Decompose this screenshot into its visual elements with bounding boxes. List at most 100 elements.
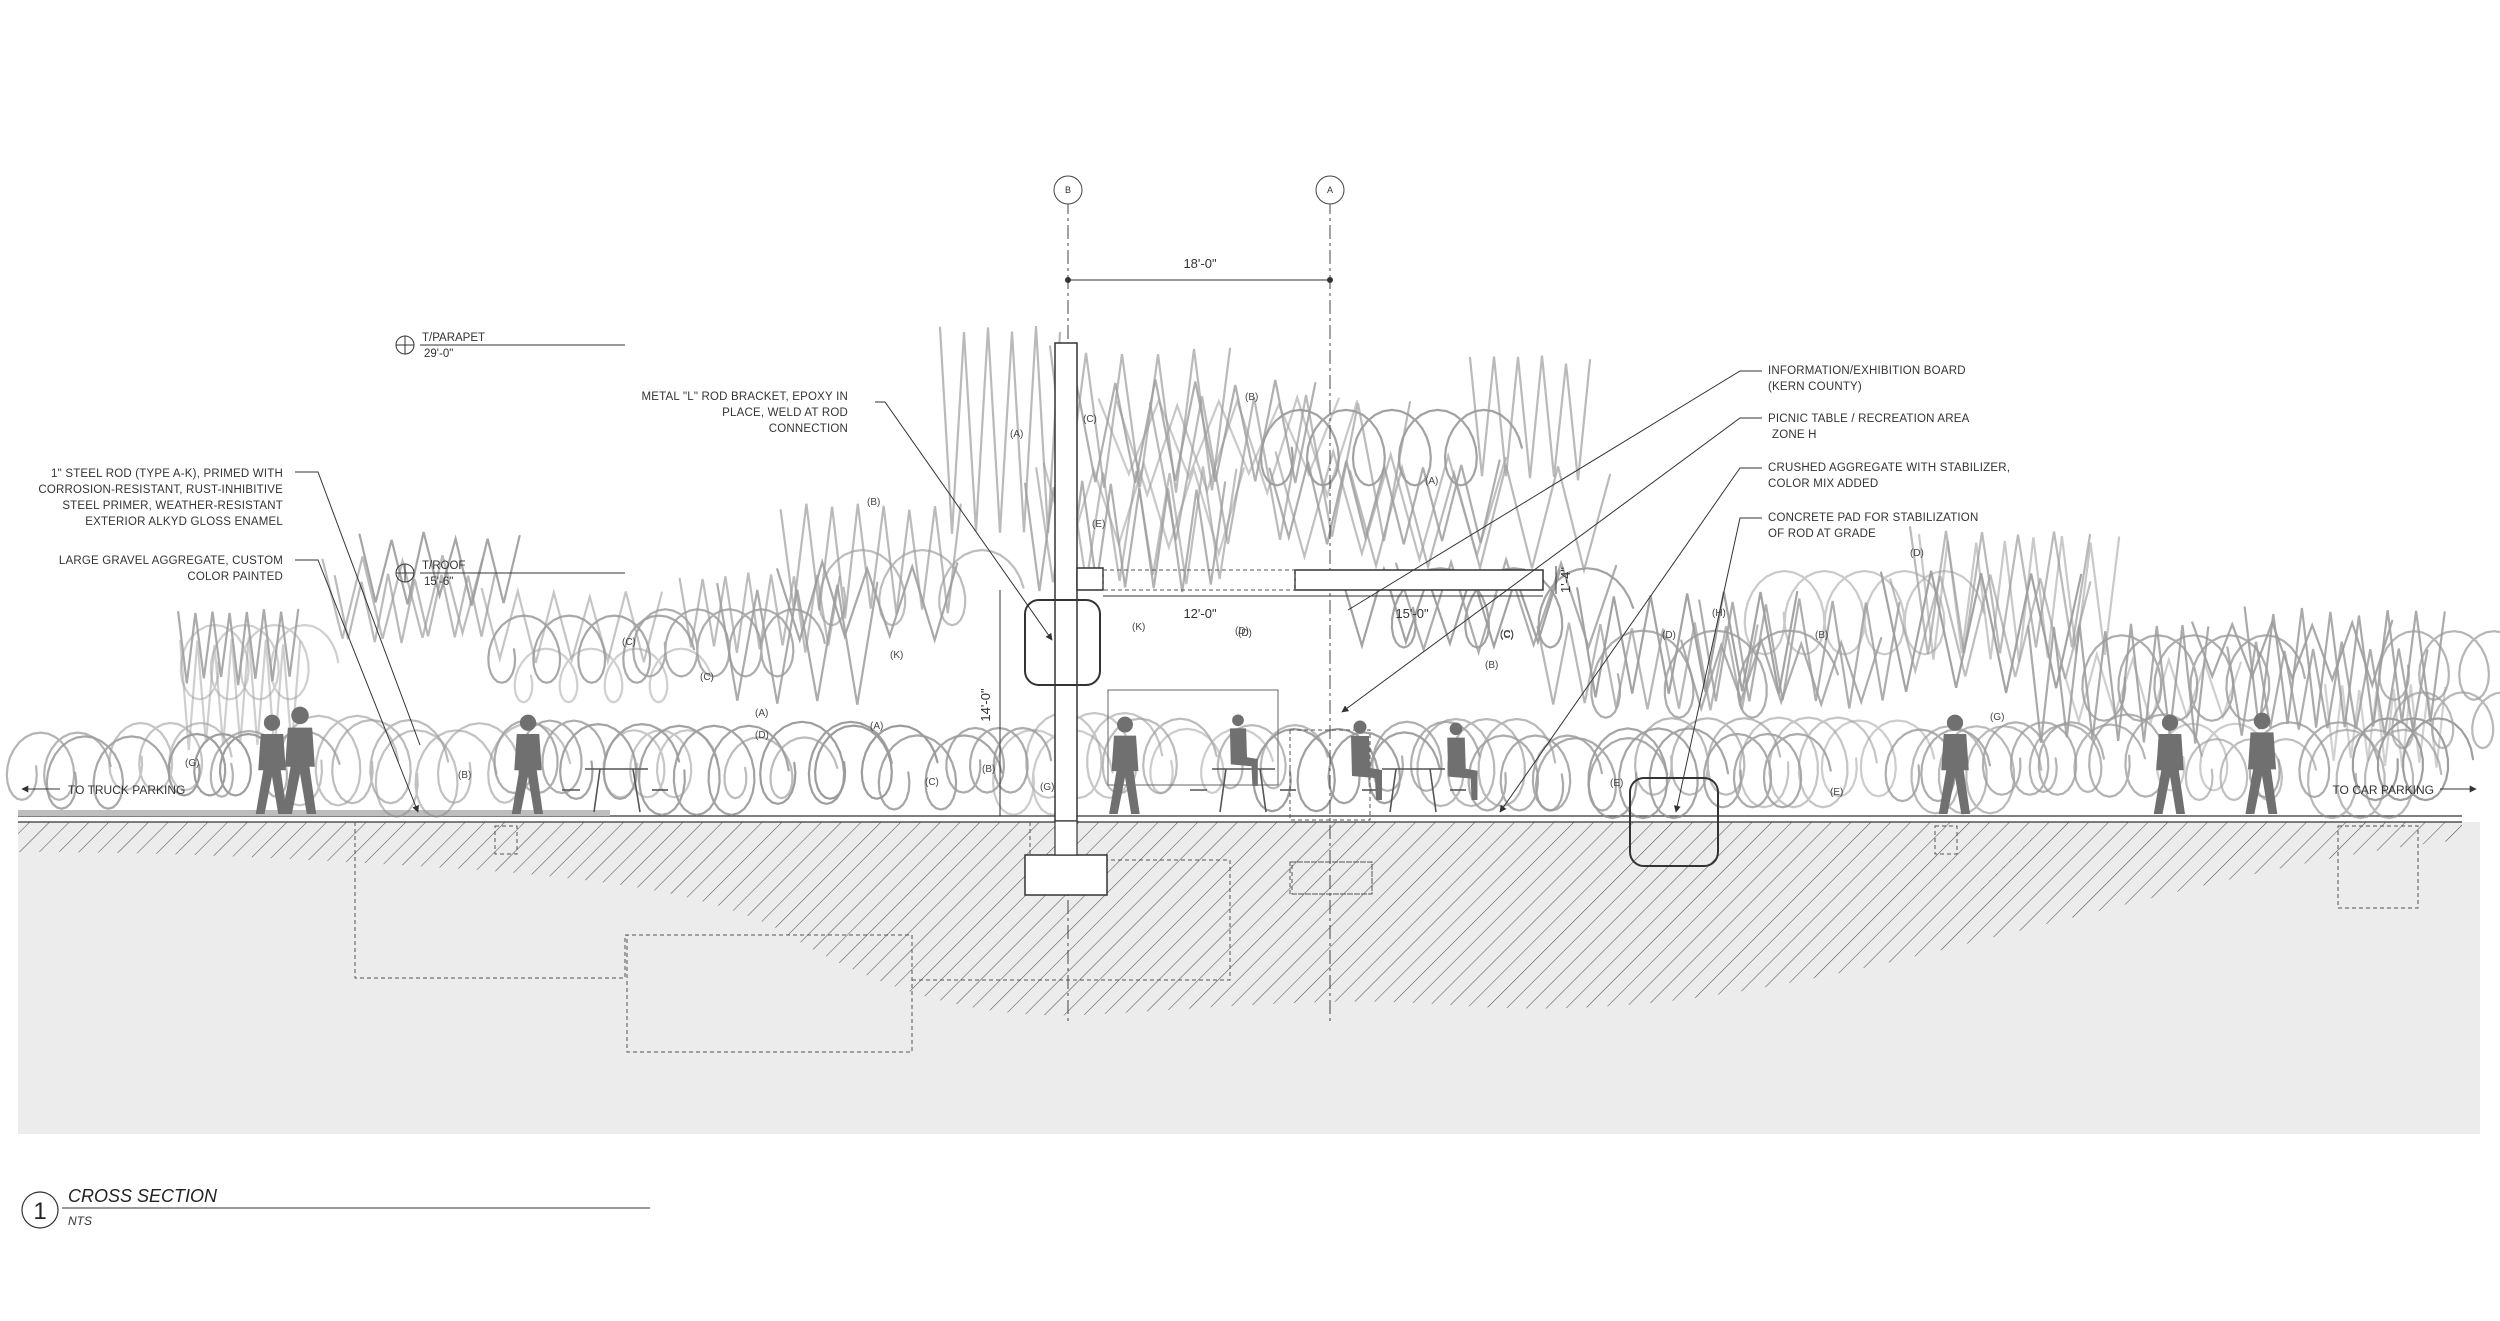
rod-scribble <box>1698 598 1901 709</box>
rod-loop <box>637 724 790 817</box>
note-aggregate: CRUSHED AGGREGATE WITH STABILIZER, COLOR… <box>1768 462 2010 490</box>
note-line: 1" STEEL ROD (TYPE A-K), PRIMED WITH <box>51 468 283 480</box>
rod-scribble <box>177 608 300 686</box>
pedestrian-figure <box>255 714 287 814</box>
rod-strand <box>1348 463 1612 575</box>
rod-loop <box>5 731 112 802</box>
rod-loop <box>1252 727 1380 813</box>
rod-scribble <box>1390 567 1635 649</box>
rod-loop <box>374 729 498 818</box>
leader-aggregate <box>1499 467 1762 813</box>
rod-scribble <box>358 531 521 606</box>
rod-loop <box>331 718 450 805</box>
rod-loop <box>877 734 1003 811</box>
pedestrian-figure <box>2245 712 2278 814</box>
rod-scribble <box>1097 397 1340 481</box>
rod-scribble <box>2324 683 2447 768</box>
drawing-scale: NTS <box>68 1214 92 1228</box>
rod-tag: (C) <box>700 672 714 683</box>
rod-scribble <box>1680 637 1883 713</box>
drawing-title: CROSS SECTION <box>68 1186 218 1206</box>
rod-loop <box>1327 731 1441 805</box>
rod-loop <box>1981 721 2105 796</box>
column-pier <box>1054 820 1078 856</box>
note-line: OF ROD AT GRADE <box>1768 528 1876 540</box>
rod-strand <box>1468 355 1592 481</box>
note-line: INFORMATION/EXHIBITION BOARD <box>1768 365 1966 377</box>
hidden-footing-6 <box>1934 825 1958 855</box>
rod-loop <box>1702 732 1832 809</box>
rod-tag: (G) <box>185 758 199 769</box>
rod-loop <box>945 726 1053 794</box>
rod-scribble <box>2226 641 2429 736</box>
rod-scribble <box>1576 587 1799 698</box>
rod-loop <box>45 735 170 810</box>
picnic-tables <box>562 768 1466 813</box>
note-concrete-pad: CONCRETE PAD FOR STABILIZATION OF ROD AT… <box>1768 512 1978 540</box>
rod-scribble <box>1395 555 1618 657</box>
rod-scribble <box>779 503 962 619</box>
hidden-footing-3 <box>1289 861 1373 895</box>
bracket-detail-circle <box>1024 599 1101 686</box>
rod-tag: (A) <box>755 708 768 719</box>
note-line: STEEL PRIMER, WEATHER-RESISTANT <box>62 500 283 512</box>
rod-scribble <box>818 548 1025 627</box>
rod-tag: (E) <box>1610 778 1623 789</box>
rod-tag: (K) <box>890 650 903 661</box>
rod-scribble <box>1880 570 2083 694</box>
rod-tag: (C) <box>925 777 939 788</box>
rod-loop <box>1101 717 1218 795</box>
rod-tag: (B) <box>458 770 471 781</box>
note-line: PLACE, WELD AT ROD <box>722 407 848 419</box>
rod-tag: (A) <box>1010 429 1023 440</box>
seated-figure <box>1447 722 1478 800</box>
rod-tag: (C) <box>1500 630 1514 641</box>
rod-strand <box>1148 394 1412 545</box>
note-line: COLOR PAINTED <box>187 571 283 583</box>
rod-scribble <box>678 572 841 654</box>
rod-scribble <box>716 581 879 705</box>
note-line: COLOR MIX ADDED <box>1768 478 1878 490</box>
rod-tag: (D) <box>755 730 769 741</box>
dim-span-tick-left <box>1065 277 1071 283</box>
leader-steel-rod <box>295 471 421 746</box>
rod-tag: (B) <box>1815 630 1828 641</box>
leader-bracket <box>875 401 1053 641</box>
note-line: EXTERIOR ALKYD GLOSS ENAMEL <box>85 516 283 528</box>
seated-figure <box>1351 720 1382 800</box>
dim-span-tick-right <box>1327 277 1333 283</box>
rod-loop <box>1216 723 1329 790</box>
rod-scribble <box>2081 634 2306 722</box>
note-line: CORROSION-RESISTANT, RUST-INHIBITIVE <box>38 484 283 496</box>
rod-tag: (H) <box>1712 608 1726 619</box>
direction-right: TO CAR PARKING <box>2332 783 2477 797</box>
seated-figure <box>1229 714 1258 786</box>
title-block: 1 CROSS SECTION NTS <box>21 1186 650 1229</box>
grid-label-a: A <box>1327 185 1333 195</box>
grid-label-b: B <box>1065 185 1071 195</box>
rod-loop <box>167 732 278 797</box>
rod-loop <box>1820 719 1936 798</box>
leader-picnic <box>1341 417 1762 713</box>
rod-loop <box>1149 727 1274 795</box>
note-line: LARGE GRAVEL AGGREGATE, CUSTOM <box>59 555 283 567</box>
rod-tag: (A) <box>870 721 883 732</box>
pedestrian-figure <box>2153 714 2185 814</box>
roof-canopy <box>1294 569 1544 591</box>
roof-hidden <box>1102 569 1296 591</box>
rod-scribble <box>333 573 496 644</box>
rod-scribble <box>2027 623 2210 744</box>
human-figures <box>255 706 2278 814</box>
rod-tag: (B) <box>867 497 880 508</box>
dim-grid-span: 18'-0" <box>1183 256 1217 271</box>
rod-strand <box>938 326 1062 534</box>
rod-loop <box>1587 727 1730 820</box>
rod-scribble <box>1338 565 1561 651</box>
rod-scribble <box>179 636 302 752</box>
note-line: CRUSHED AGGREGATE WITH STABILIZER, <box>1768 462 2010 474</box>
leader-concrete-pad <box>1673 517 1762 813</box>
direction-left: TO TRUCK PARKING <box>21 783 185 797</box>
rod-tags: (A) (B) (C) (E) (B) (A) (D) (C) (C) (K) … <box>185 392 2004 798</box>
elevation-value: 15'-6" <box>424 576 453 588</box>
note-steel-rod: 1" STEEL ROD (TYPE A-K), PRIMED WITH COR… <box>38 468 283 528</box>
